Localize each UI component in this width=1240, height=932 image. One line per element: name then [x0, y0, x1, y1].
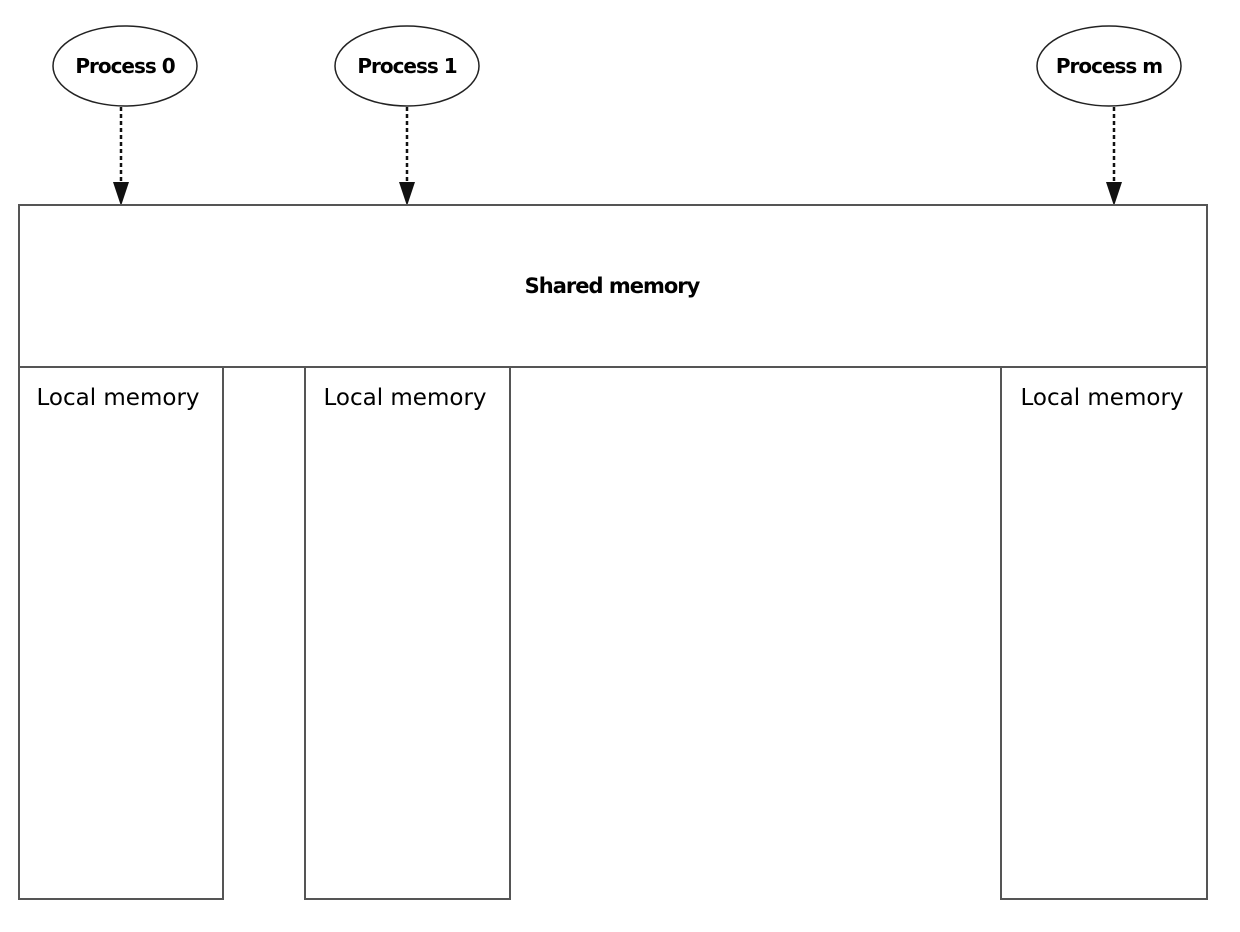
local-memory-label: Local memory [323, 385, 486, 411]
process-ellipse [52, 25, 198, 107]
arrow-head-icon [1106, 182, 1122, 206]
shared-memory-label: Shared memory [525, 274, 701, 298]
process-node-1: Process 1 [334, 25, 480, 107]
process-node-0: Process 0 [52, 25, 198, 107]
shared-memory-box: Shared memory [18, 204, 1208, 368]
arrow-head-icon [399, 182, 415, 206]
local-memory-box-1: Local memory [304, 366, 511, 900]
arrow-head-icon [113, 182, 129, 206]
access-arrow-1 [399, 107, 415, 206]
process-ellipse [1036, 25, 1182, 107]
local-memory-box-0: Local memory [18, 366, 224, 900]
process-node-m: Process m [1036, 25, 1182, 107]
access-arrow-0 [113, 107, 129, 206]
access-arrow-m [1106, 107, 1122, 206]
local-memory-label: Local memory [1020, 385, 1183, 411]
process-label: Process 1 [357, 54, 456, 78]
local-memory-box-m: Local memory [1000, 366, 1208, 900]
process-label: Process m [1056, 54, 1162, 78]
process-ellipse [334, 25, 480, 107]
local-memory-label: Local memory [36, 385, 199, 411]
process-label: Process 0 [75, 54, 174, 78]
